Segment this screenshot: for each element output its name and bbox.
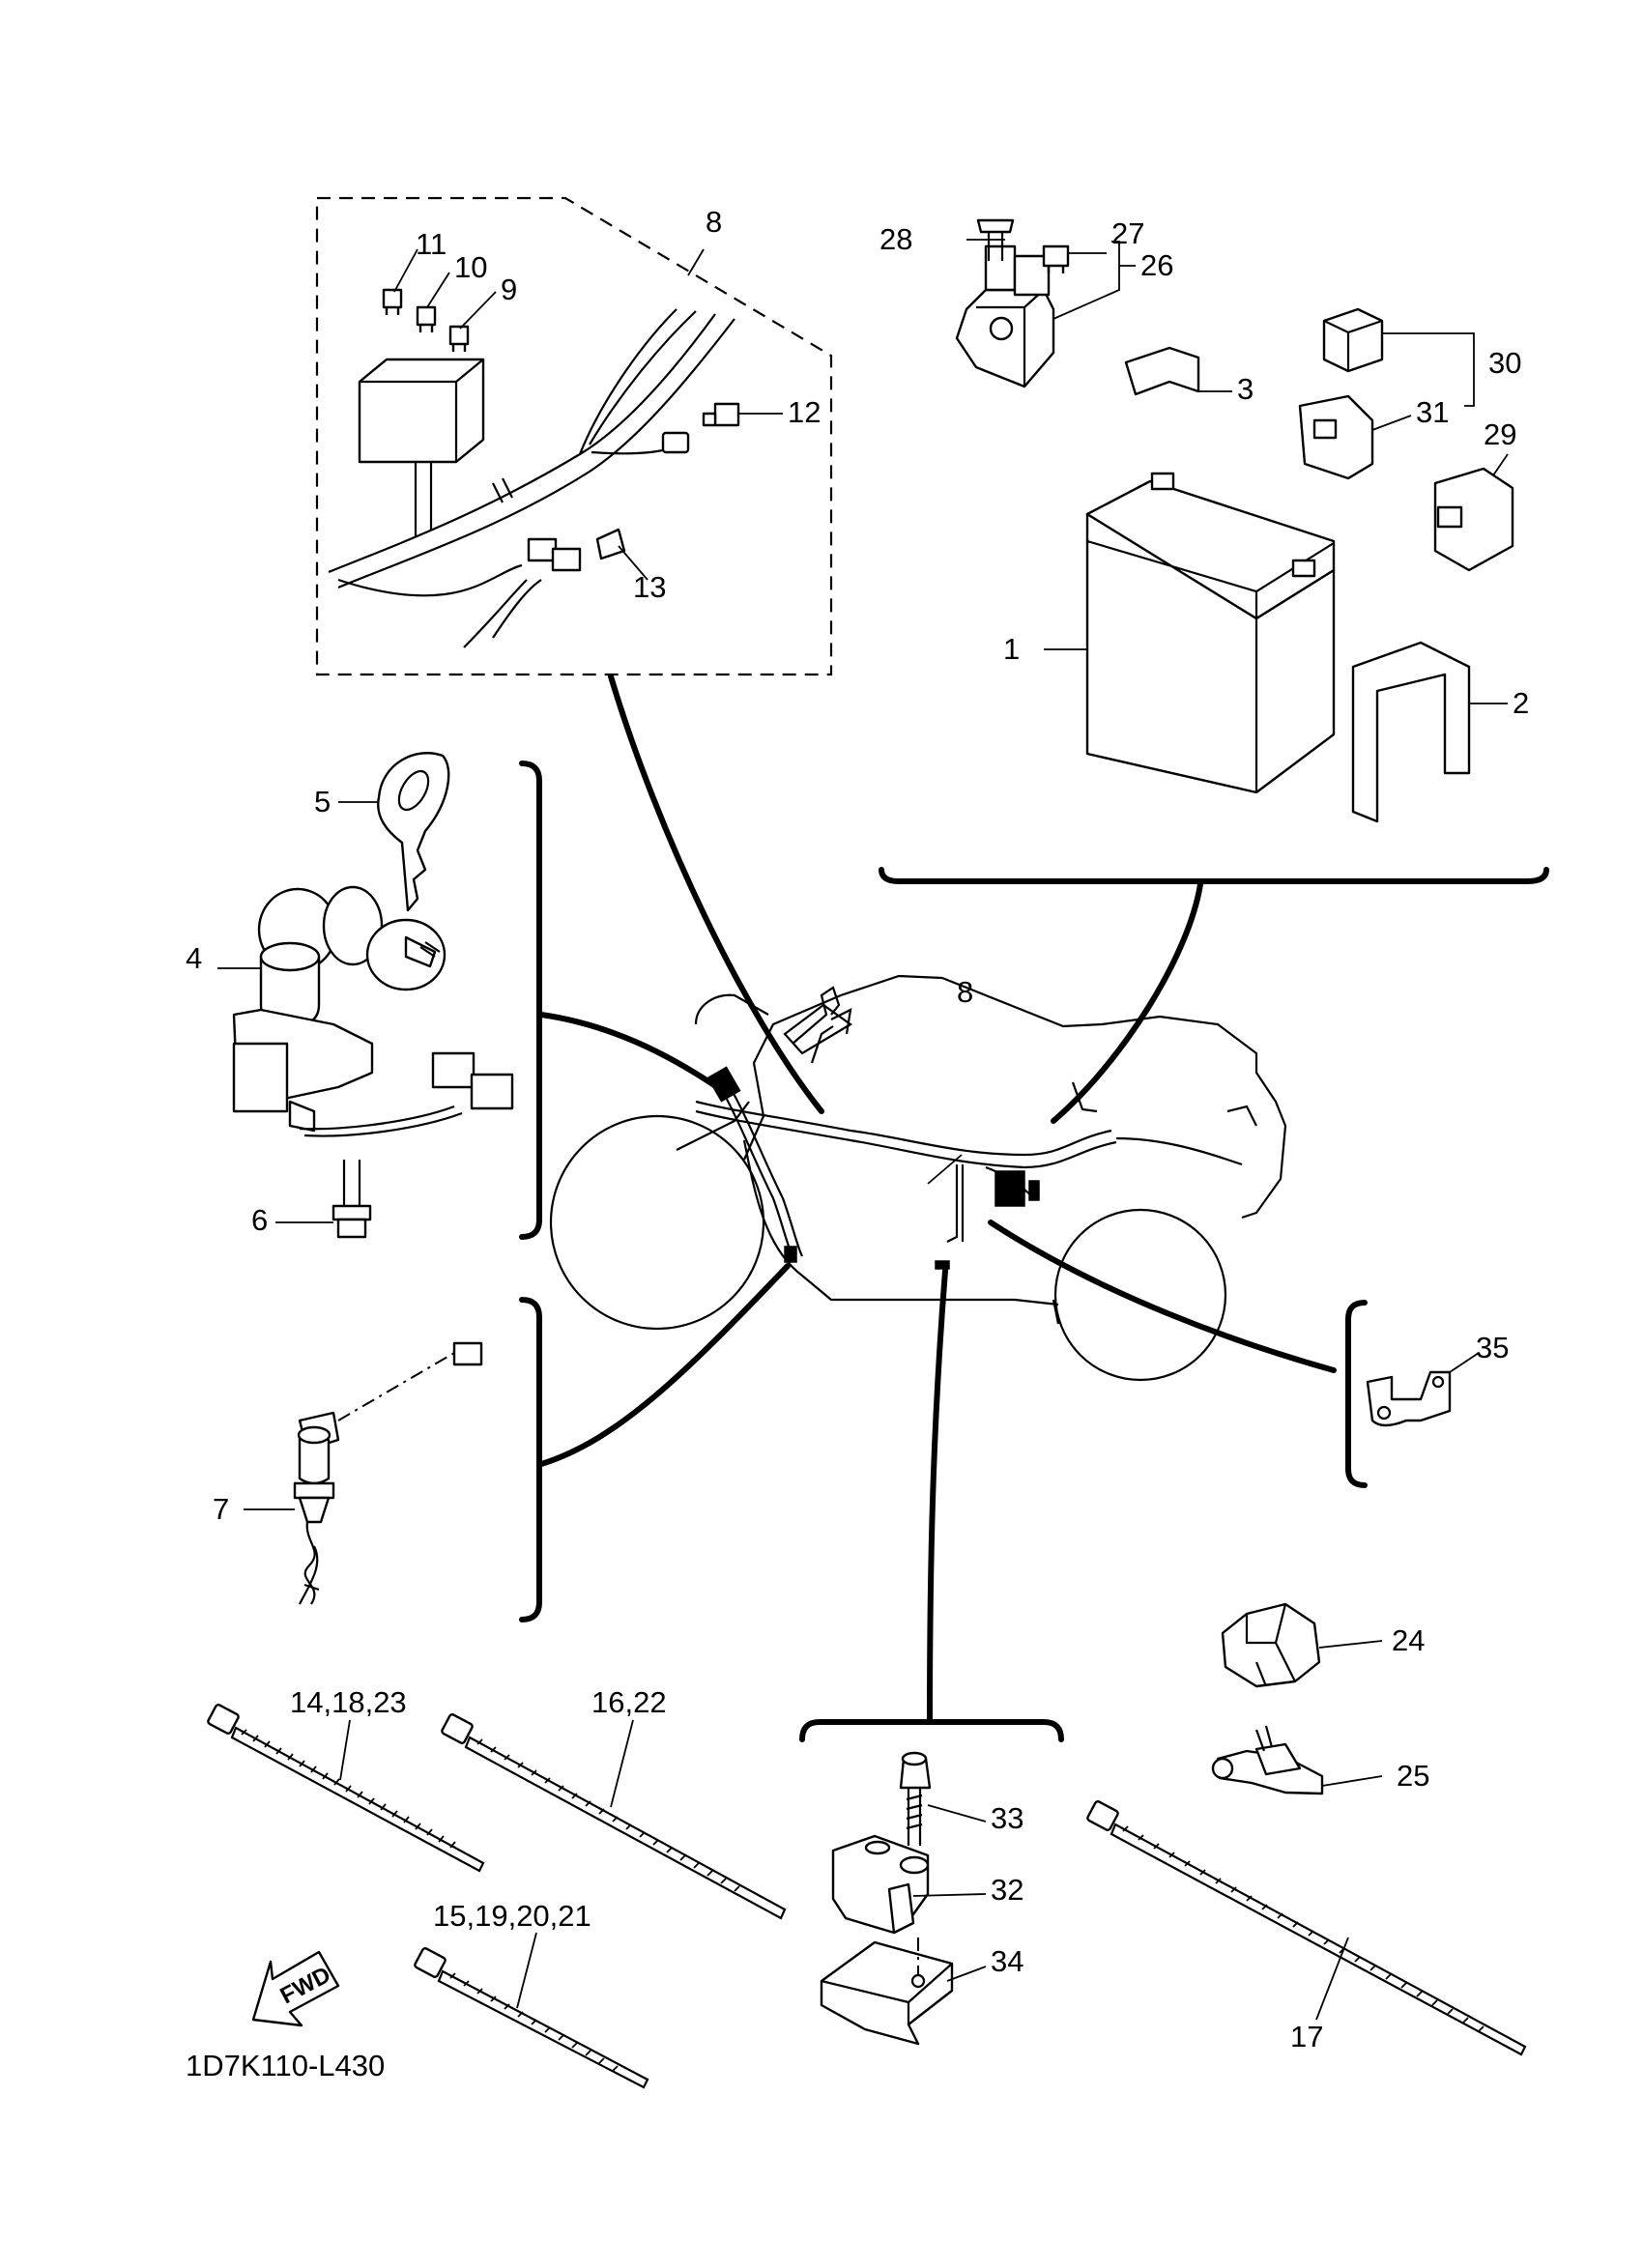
callout-25: 25 — [1397, 1759, 1429, 1793]
callout-27: 27 — [1111, 216, 1144, 250]
callout-8-bike: 8 — [957, 975, 973, 1009]
callout-31: 31 — [1416, 395, 1449, 429]
callout-labels: 8 11 10 9 12 13 28 27 26 3 30 31 29 1 2 … — [186, 205, 1529, 2082]
callout-11: 11 — [416, 227, 447, 261]
callout-14-18-23: 14,18,23 — [290, 1685, 407, 1719]
left-leaders — [217, 801, 379, 1510]
sensor-part — [293, 1341, 483, 1605]
callout-35: 35 — [1476, 1331, 1509, 1364]
connector-lines — [538, 674, 1337, 1725]
cable-tie-14 — [207, 1704, 485, 1873]
callout-2: 2 — [1513, 686, 1529, 720]
callout-3: 3 — [1237, 372, 1254, 406]
battery-group — [879, 218, 1549, 884]
callout-17: 17 — [1290, 2020, 1323, 2053]
bracket-35-part — [1366, 1352, 1480, 1427]
callout-1: 1 — [1003, 632, 1020, 666]
cable-tie-17 — [1086, 1800, 1527, 2056]
callout-4: 4 — [186, 941, 202, 975]
left-brackets — [519, 761, 1368, 1742]
callout-28: 28 — [879, 222, 912, 256]
callout-13: 13 — [633, 570, 666, 604]
fwd-arrow-icon: FWD — [251, 1950, 340, 2027]
callout-8-top: 8 — [706, 205, 722, 239]
cable-tie-16 — [441, 1713, 787, 1920]
callout-16-22: 16,22 — [591, 1685, 667, 1719]
clamp-25-part — [1211, 1725, 1383, 1795]
callout-33: 33 — [991, 1801, 1023, 1835]
callout-34: 34 — [991, 1944, 1023, 1978]
callout-7: 7 — [213, 1492, 229, 1526]
callout-24: 24 — [1392, 1623, 1425, 1657]
cable-tie-15 — [414, 1932, 649, 2089]
battery-group-leaders — [966, 239, 1509, 704]
lower-sensor-leaders — [912, 1804, 987, 1982]
callout-12: 12 — [788, 395, 821, 429]
callout-5: 5 — [314, 785, 331, 818]
clamp-24-part — [1221, 1602, 1383, 1688]
callout-32: 32 — [991, 1873, 1023, 1907]
main-switch-part — [232, 885, 514, 1239]
wire-harness-detail — [315, 196, 833, 676]
harness-leaders — [393, 248, 783, 581]
callout-30: 30 — [1488, 346, 1521, 380]
callout-26: 26 — [1140, 248, 1173, 282]
key-part — [377, 752, 450, 912]
diagram-code: 1D7K110-L430 — [186, 2049, 385, 2082]
callout-15-19-20-21: 15,19,20,21 — [433, 1899, 591, 1933]
motorcycle-silhouette — [549, 974, 1287, 1382]
callout-10: 10 — [454, 250, 487, 284]
callout-9: 9 — [501, 273, 517, 306]
callout-6: 6 — [251, 1203, 268, 1237]
lower-sensor-group — [820, 1751, 954, 2046]
callout-29: 29 — [1484, 417, 1516, 451]
